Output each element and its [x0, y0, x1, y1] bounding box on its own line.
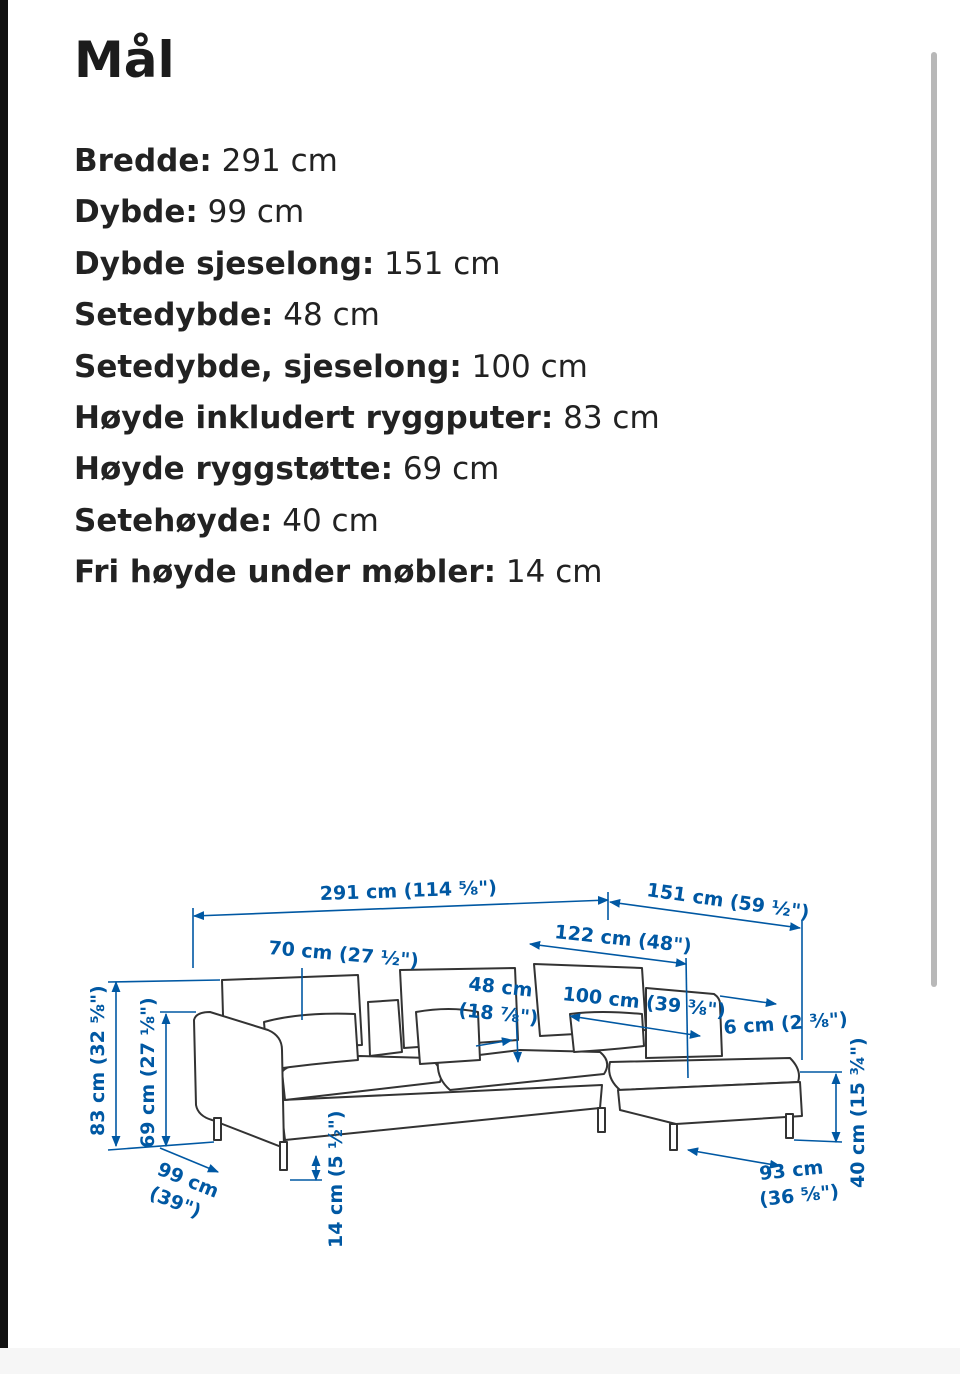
spec-label: Dybde sjeselong:: [74, 245, 375, 282]
leg: [597, 1107, 606, 1133]
label-width: 291 cm (114 ⅝"): [319, 877, 497, 905]
spec-label: Setehøyde:: [74, 502, 273, 539]
label-height-back: 69 cm (27 ⅛"): [137, 997, 159, 1148]
window-left-edge: [0, 0, 8, 1374]
page-title: Mål: [74, 31, 175, 89]
spec-value: 48 cm: [283, 297, 380, 334]
spec-row-depth: Dybde: 99 cm: [74, 187, 660, 238]
leg: [279, 1141, 288, 1171]
spec-row-chaise-seat-depth: Setedybde, sjeselong: 100 cm: [74, 342, 660, 393]
spec-value: 291 cm: [221, 143, 338, 179]
label-clearance: 14 cm (5 ½"): [325, 1111, 347, 1249]
dimension-list: Bredde: 291 cm Dybde: 99 cm Dybde sjesel…: [74, 136, 660, 599]
backrest-panel: [367, 999, 403, 1057]
chaise-base: [617, 1081, 803, 1125]
spec-value: 151 cm: [384, 245, 501, 282]
leg: [213, 1117, 222, 1141]
spec-value: 14 cm: [505, 554, 603, 591]
label-chaise-depth: 151 cm (59 ½"): [645, 879, 810, 924]
label-back-cushion: 70 cm (27 ½"): [268, 937, 420, 972]
dimension-lines: [107, 892, 843, 1182]
label-height-total: 83 cm (32 ⅝"): [87, 985, 109, 1136]
spec-value: 40 cm: [282, 502, 379, 539]
scrollbar[interactable]: [931, 52, 937, 987]
label-seat-height: 40 cm (15 ¾"): [847, 1037, 869, 1188]
spec-row-clearance: Fri høyde under møbler: 14 cm: [74, 547, 660, 598]
leg: [669, 1123, 678, 1151]
spec-row-seat-depth: Setedybde: 48 cm: [74, 290, 660, 341]
spec-label: Setedybde:: [74, 297, 274, 334]
label-armrest: 6 cm (2 ⅜"): [723, 1008, 849, 1039]
spec-row-height-cushions: Høyde inkludert ryggputer: 83 cm: [74, 393, 660, 444]
spec-row-width: Bredde: 291 cm: [74, 136, 660, 187]
spec-label: Høyde inkludert ryggputer:: [74, 400, 554, 437]
pillow-2: [415, 1008, 481, 1065]
pillow-1: [263, 1012, 359, 1071]
spec-label: Høyde ryggstøtte:: [74, 451, 393, 488]
spec-row-seat-height: Setehøyde: 40 cm: [74, 496, 660, 547]
label-chaise-width: 122 cm (48"): [553, 921, 692, 957]
spec-label: Dybde:: [74, 194, 198, 231]
spec-value: 100 cm: [471, 348, 588, 385]
spec-value: 69 cm: [402, 451, 500, 488]
spec-row-backrest-height: Høyde ryggstøtte: 69 cm: [74, 444, 660, 495]
label-chaise-length-2: (36 ⅝"): [758, 1181, 840, 1211]
spec-label: Fri høyde under møbler:: [74, 554, 497, 591]
label-chaise-length-1: 93 cm: [758, 1156, 824, 1185]
leg: [785, 1113, 794, 1139]
sofa-dimension-drawing: 291 cm (114 ⅝") 151 cm (59 ½") 122 cm (4…: [87, 877, 869, 1249]
armrest-left: [193, 1011, 285, 1149]
spec-value: 99 cm: [207, 194, 305, 231]
spec-label: Bredde:: [74, 143, 212, 179]
spec-value: 83 cm: [563, 400, 660, 437]
spec-label: Setedybde, sjeselong:: [74, 348, 462, 385]
spec-row-chaise-depth: Dybde sjeselong: 151 cm: [74, 239, 660, 290]
bottom-bar: [0, 1348, 960, 1374]
